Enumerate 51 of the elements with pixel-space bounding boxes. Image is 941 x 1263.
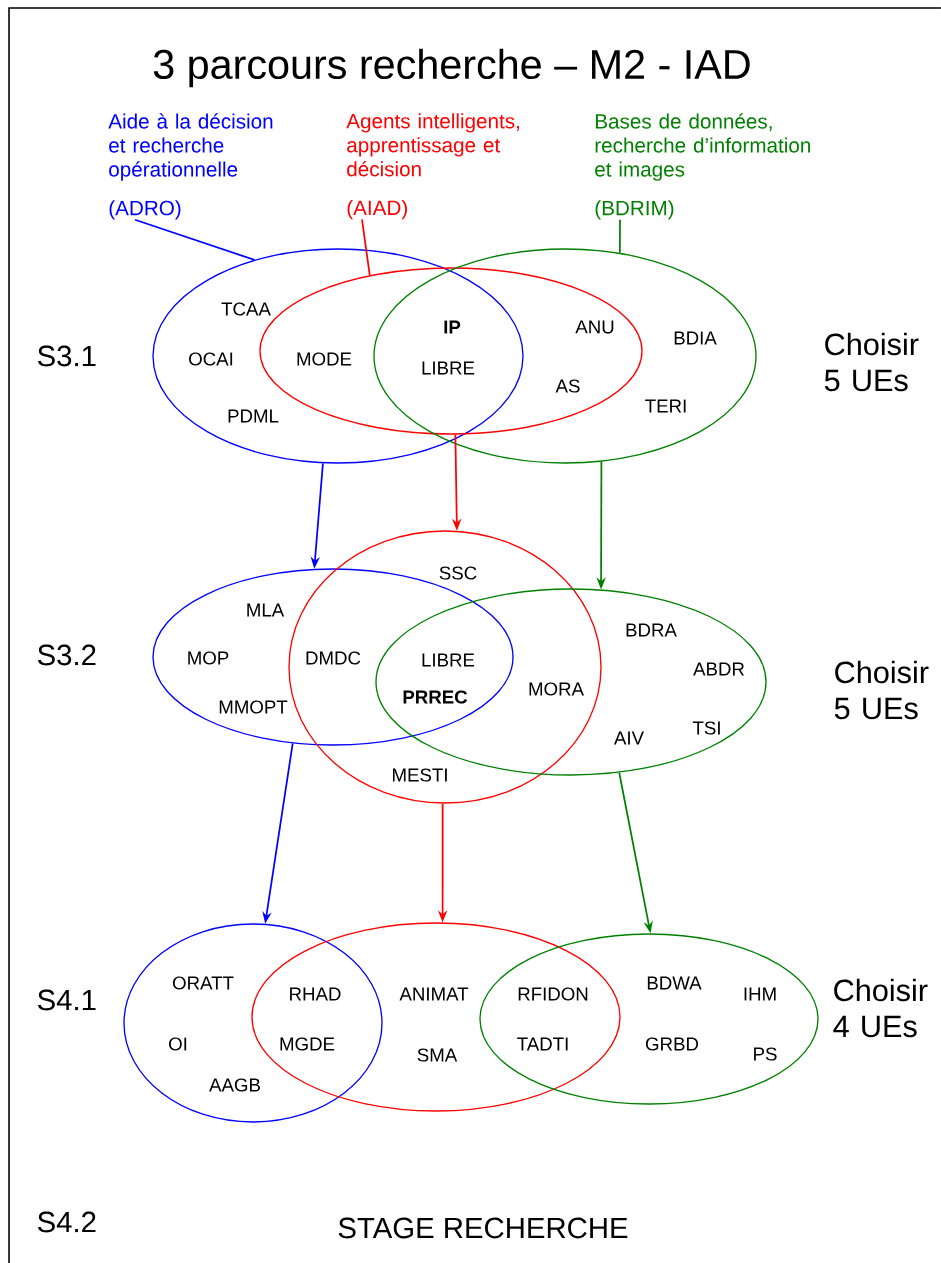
course-code: BDIA bbox=[674, 331, 717, 345]
stage-label: STAGE RECHERCHE bbox=[338, 1217, 628, 1239]
course-code: AS bbox=[555, 379, 580, 393]
course-code: SMA bbox=[417, 1048, 458, 1062]
track-label: Aide à la décision et recherche opérationnelle (ADRO) bbox=[108, 113, 273, 220]
course-code: OCAI bbox=[189, 352, 233, 366]
course-code: MMOPT bbox=[219, 700, 288, 714]
course-code: RHAD bbox=[290, 987, 341, 1001]
venn-ellipse bbox=[288, 530, 602, 804]
course-code: SSC bbox=[439, 566, 477, 580]
course-code: RFIDON bbox=[518, 987, 588, 1001]
course-code: BDWA bbox=[647, 976, 702, 990]
track-label: Bases de données, recherche d’information et images (BDRIM) bbox=[595, 113, 810, 220]
course-code: LIBRE bbox=[422, 361, 475, 375]
course-code: IHM bbox=[744, 987, 776, 1001]
course-code: MLA bbox=[247, 603, 285, 617]
course-code: TSI bbox=[692, 721, 720, 735]
course-code: TADTI bbox=[517, 1037, 568, 1051]
course-code: ABDR bbox=[693, 662, 745, 676]
leader-line bbox=[619, 218, 621, 254]
venn-ellipse bbox=[479, 933, 819, 1105]
course-code: MESTI bbox=[393, 768, 447, 782]
course-code: MOP bbox=[188, 651, 229, 665]
course-code: TERI bbox=[645, 399, 686, 413]
course-code: MODE bbox=[297, 352, 352, 366]
course-code: GRBD bbox=[646, 1037, 699, 1051]
course-code: AAGB bbox=[209, 1078, 260, 1092]
course-code: PDML bbox=[228, 409, 279, 423]
course-code: MGDE bbox=[280, 1037, 335, 1051]
course-code: BDRA bbox=[626, 623, 677, 637]
venn-ellipse bbox=[152, 568, 514, 746]
venn-ellipse bbox=[152, 248, 524, 464]
course-code: LIBRE bbox=[422, 653, 475, 667]
semester-label: S4.2 bbox=[37, 1211, 96, 1233]
title: 3 parcours recherche – M2 - IAD bbox=[153, 48, 750, 88]
venn-ellipse bbox=[373, 248, 757, 464]
course-code: PS bbox=[754, 1047, 777, 1061]
track-label: Agents intelligents, apprentissage et décision (AIAD) bbox=[346, 113, 519, 220]
course-code: ANIMAT bbox=[399, 987, 469, 1001]
course-code: TCAA bbox=[221, 302, 271, 316]
course-code: OI bbox=[169, 1037, 187, 1051]
course-code: IP bbox=[444, 320, 461, 334]
course-code: DMDC bbox=[306, 651, 361, 665]
course-code: PRREC bbox=[403, 690, 468, 704]
course-code: AIV bbox=[614, 731, 644, 745]
leader-line bbox=[361, 218, 371, 277]
venn-ellipse bbox=[123, 923, 383, 1123]
course-code: MORA bbox=[529, 682, 584, 696]
leader-line bbox=[134, 218, 256, 261]
course-code: ANU bbox=[575, 320, 614, 334]
course-code: ORATT bbox=[172, 976, 234, 990]
